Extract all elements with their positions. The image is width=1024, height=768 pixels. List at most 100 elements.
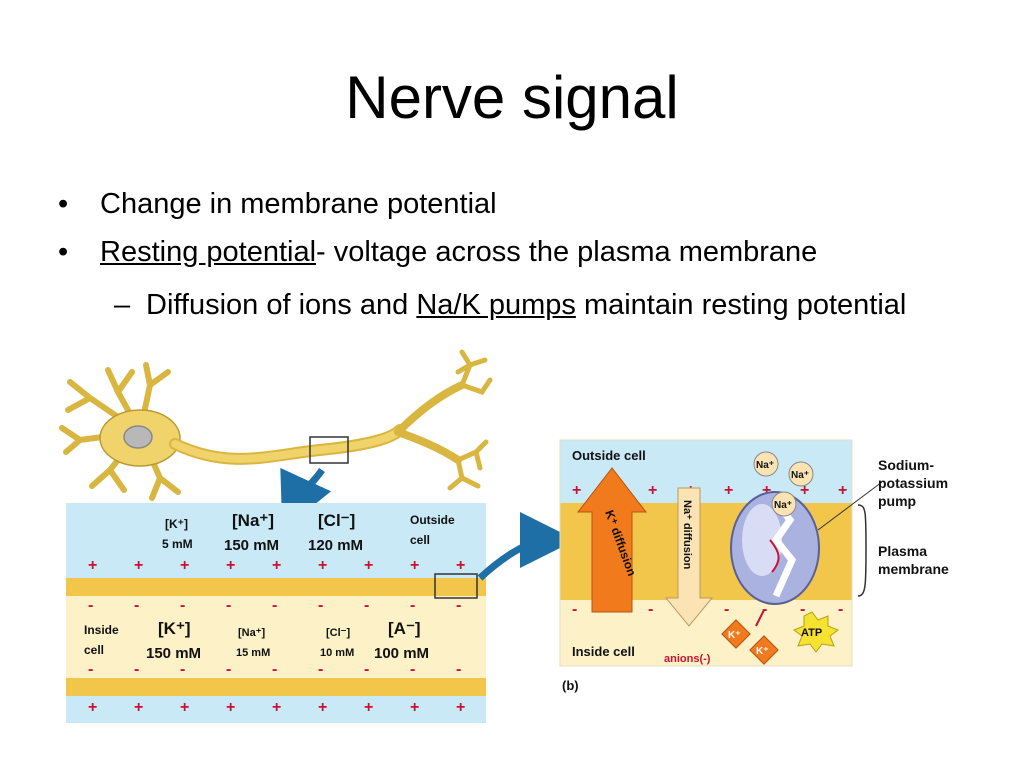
positive-charge: + — [318, 557, 327, 574]
negative-charge: - — [318, 661, 323, 678]
na-ion: Na⁺ — [788, 461, 814, 487]
svg-text:Na⁺: Na⁺ — [756, 460, 774, 471]
negative-charge: - — [364, 597, 369, 614]
negative-charge: - — [226, 597, 231, 614]
positive-charge: + — [800, 482, 809, 499]
positive-charge: + — [226, 557, 235, 574]
positive-charge: + — [456, 557, 465, 574]
positive-charge: + — [88, 699, 97, 716]
positive-charge: + — [180, 699, 189, 716]
sub-bullet-item: –Diffusion of ions and Na/K pumps mainta… — [114, 284, 954, 326]
slide-title: Nerve signal — [345, 64, 679, 131]
positive-charge: + — [838, 482, 847, 499]
positive-charge: + — [134, 699, 143, 716]
membrane-label: Plasma — [878, 543, 927, 559]
panel-label: (b) — [562, 678, 579, 693]
outside-cell-label: Outside — [410, 513, 455, 527]
svg-text:Na⁺: Na⁺ — [791, 470, 809, 481]
outside-cl-label: [Cl⁻] — [318, 511, 355, 530]
zoom-box-membrane — [434, 573, 478, 599]
inside-k-label: [K⁺] — [158, 619, 191, 638]
bullet-item: • Resting potential- voltage across the p… — [58, 236, 817, 269]
na-diffusion-arrow — [664, 487, 714, 627]
negative-charge: - — [88, 661, 93, 678]
na-k-pumps-term: Na/K pumps — [416, 289, 576, 321]
membrane-label: membrane — [878, 561, 949, 577]
positive-charge: + — [88, 557, 97, 574]
zoom-box-axon — [309, 436, 349, 464]
k-ion: K⁺ — [749, 635, 779, 665]
negative-charge: - — [272, 597, 277, 614]
positive-charge: + — [272, 699, 281, 716]
curved-arrow-icon — [280, 467, 332, 531]
inside-k-conc: 150 mM — [146, 645, 201, 662]
inside-na-conc: 15 mM — [236, 647, 270, 659]
negative-charge: - — [456, 661, 461, 678]
negative-charge: - — [800, 601, 805, 618]
negative-charge: - — [648, 601, 653, 618]
inside-cl-label: [Cl⁻] — [326, 627, 350, 639]
negative-charge: - — [724, 601, 729, 618]
negative-charge: - — [572, 601, 577, 618]
inside-cl-conc: 10 mM — [320, 647, 354, 659]
outside-k-conc: 5 mM — [162, 537, 193, 551]
pump-label: pump — [878, 493, 916, 509]
positive-charge: + — [648, 482, 657, 499]
k-diffusion-arrow — [576, 467, 648, 613]
bullet-item: • Change in membrane potential — [58, 188, 497, 221]
inside-cell-label: cell — [84, 643, 104, 657]
anions-label: anions(-) — [664, 653, 711, 665]
negative-charge: - — [226, 661, 231, 678]
membrane-charges: +++++++++------------------+++++++++ — [88, 557, 465, 716]
inside-na-label: [Na⁺] — [238, 627, 266, 639]
na-ion: Na⁺ — [753, 451, 779, 477]
inside-a-conc: 100 mM — [374, 645, 429, 662]
sub-bullet-text: Diffusion of ions and — [146, 289, 417, 321]
positive-charge: + — [572, 482, 581, 499]
positive-charge: + — [456, 699, 465, 716]
positive-charge: + — [272, 557, 281, 574]
bullet-dot: • — [58, 188, 69, 220]
positive-charge: + — [364, 699, 373, 716]
outside-cell-label: Outside cell — [572, 448, 646, 463]
neuron-illustration — [59, 349, 493, 501]
svg-text:Na⁺: Na⁺ — [774, 500, 792, 511]
negative-charge: - — [410, 597, 415, 614]
negative-charge: - — [134, 597, 139, 614]
figure-a-panel — [66, 503, 486, 723]
negative-charge: - — [838, 601, 843, 618]
sub-bullet-dash: – — [114, 289, 131, 321]
outside-na-conc: 150 mM — [224, 537, 279, 554]
negative-charge: - — [318, 597, 323, 614]
negative-charge: - — [134, 661, 139, 678]
outside-cl-conc: 120 mM — [308, 537, 363, 554]
inside-cell-label: Inside cell — [572, 644, 635, 659]
positive-charge: + — [134, 557, 143, 574]
pump-label: Sodium- — [878, 457, 934, 473]
positive-charge: + — [410, 699, 419, 716]
bullet-text: - voltage across the plasma membrane — [316, 236, 818, 268]
svg-text:K⁺: K⁺ — [756, 646, 769, 657]
atp-starburst-icon: ATP — [792, 611, 840, 653]
negative-charge: - — [410, 661, 415, 678]
negative-charge: - — [456, 597, 461, 614]
positive-charge: + — [410, 557, 419, 574]
bullet-dot: • — [58, 236, 69, 268]
positive-charge: + — [226, 699, 235, 716]
svg-text:ATP: ATP — [801, 627, 822, 639]
positive-charge: + — [762, 482, 771, 499]
k-ion: K⁺ — [721, 619, 751, 649]
bullet-text: Change in membrane potential — [100, 188, 497, 220]
outside-cell-label: cell — [410, 533, 430, 547]
outside-na-label: [Na⁺] — [232, 511, 274, 530]
svg-text:K⁺: K⁺ — [728, 630, 741, 641]
negative-charge: - — [272, 661, 277, 678]
negative-charge: - — [364, 661, 369, 678]
na-ion: Na⁺ — [771, 491, 797, 517]
negative-charge: - — [762, 601, 767, 618]
curved-arrow-icon — [477, 512, 576, 581]
na-diffusion-label: Na⁺ diffusion — [681, 500, 693, 570]
inside-a-label: [A⁻] — [388, 619, 421, 638]
resting-potential-term: Resting potential — [100, 236, 317, 268]
positive-charge: + — [724, 482, 733, 499]
